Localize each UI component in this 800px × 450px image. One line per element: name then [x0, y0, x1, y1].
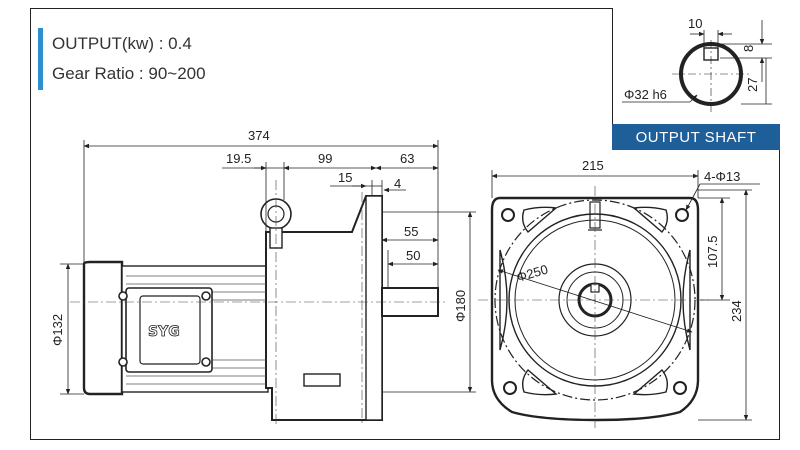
shaft-height-label: 27 [745, 78, 760, 92]
dim-99: 99 [318, 151, 332, 166]
drawing-frame [30, 8, 780, 440]
dim-234: 234 [729, 300, 744, 322]
shaft-key-width-label: 10 [688, 16, 702, 31]
dim-4: 4 [394, 176, 401, 191]
dim-63: 63 [400, 151, 414, 166]
spec-accent-bar [38, 28, 43, 90]
shaft-diameter-label: Φ32 h6 [624, 87, 667, 102]
output-shaft-title: OUTPUT SHAFT [612, 124, 780, 150]
dim-15: 15 [338, 170, 352, 185]
front-dimensions [491, 170, 760, 421]
dim-19-5: 19.5 [226, 151, 251, 166]
dim-flange-width: 215 [582, 158, 604, 173]
dim-bolt-holes: 4-Φ13 [704, 169, 740, 184]
shaft-detail [622, 20, 772, 112]
dim-55: 55 [404, 224, 418, 239]
syg-logo: SYG [148, 324, 180, 340]
gear-ratio-spec: Gear Ratio : 90~200 [52, 64, 206, 83]
dim-phi180: Φ180 [453, 290, 468, 322]
terminal-box [118, 287, 213, 373]
dim-50: 50 [406, 248, 420, 263]
side-dimensions [60, 140, 476, 395]
side-centerlines [70, 180, 448, 426]
dim-total-length: 374 [248, 128, 270, 143]
dim-107-5: 107.5 [705, 235, 720, 268]
dim-phi132: Φ132 [50, 314, 65, 346]
output-power-spec: OUTPUT(kw) : 0.4 [52, 34, 192, 53]
shaft-key-depth-label: 8 [741, 45, 756, 52]
